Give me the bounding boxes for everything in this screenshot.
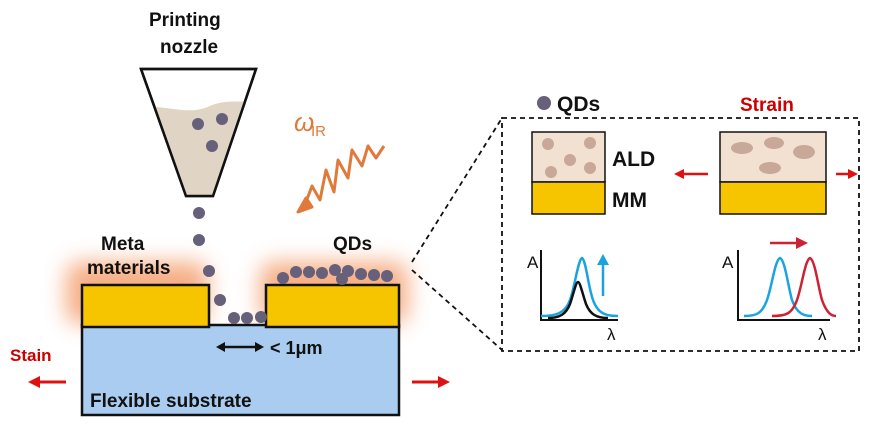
omega-symbol: ω [294, 107, 314, 137]
ir-wave-icon [296, 144, 386, 214]
strain-arrow-icon [28, 376, 66, 388]
gap-label: < 1μm [270, 338, 323, 358]
double-arrow-icon [216, 342, 264, 352]
strain-title: Strain [740, 95, 794, 116]
qd-dot-icon [192, 118, 204, 130]
spectrum-plot-strained [737, 237, 837, 321]
metamaterials-label-line1: Meta [101, 234, 145, 255]
axis-x-label-left: λ [607, 325, 616, 344]
stack-unstrained [531, 131, 606, 215]
axis-y-label-right: A [722, 253, 734, 272]
spectrum-plot-unstrained [540, 250, 619, 321]
metamaterials-label-line2: materials [87, 258, 170, 279]
qd-dot-icon [216, 113, 228, 125]
omega-subscript: IR [311, 123, 326, 140]
nozzle-label-line1: Printing [149, 10, 221, 31]
strain-arrow-icon [674, 169, 708, 179]
strain-arrow-icon [836, 169, 858, 179]
falling-qds [193, 207, 267, 324]
axis-x-label-right: λ [818, 325, 827, 344]
metamaterial-block-left [80, 283, 211, 329]
ald-label: ALD [612, 148, 655, 171]
zoom-lines [411, 117, 503, 351]
qd-dot-icon [537, 96, 551, 110]
strain-arrow-icon [412, 376, 450, 388]
stack-strained [719, 131, 827, 215]
mm-label: MM [612, 189, 647, 212]
qds-label: QDs [333, 234, 372, 255]
stain-label: Stain [10, 346, 52, 365]
substrate-label: Flexible substrate [90, 391, 252, 412]
nozzle-label-line2: nozzle [160, 37, 218, 58]
qds-legend-label: QDs [557, 93, 600, 116]
printing-nozzle [139, 67, 258, 198]
metamaterial-block-right [264, 283, 401, 329]
flexible-substrate [80, 323, 401, 417]
qd-dot-icon [206, 140, 218, 152]
axis-y-label-left: A [527, 253, 539, 272]
qds-on-metamaterial [277, 264, 393, 285]
